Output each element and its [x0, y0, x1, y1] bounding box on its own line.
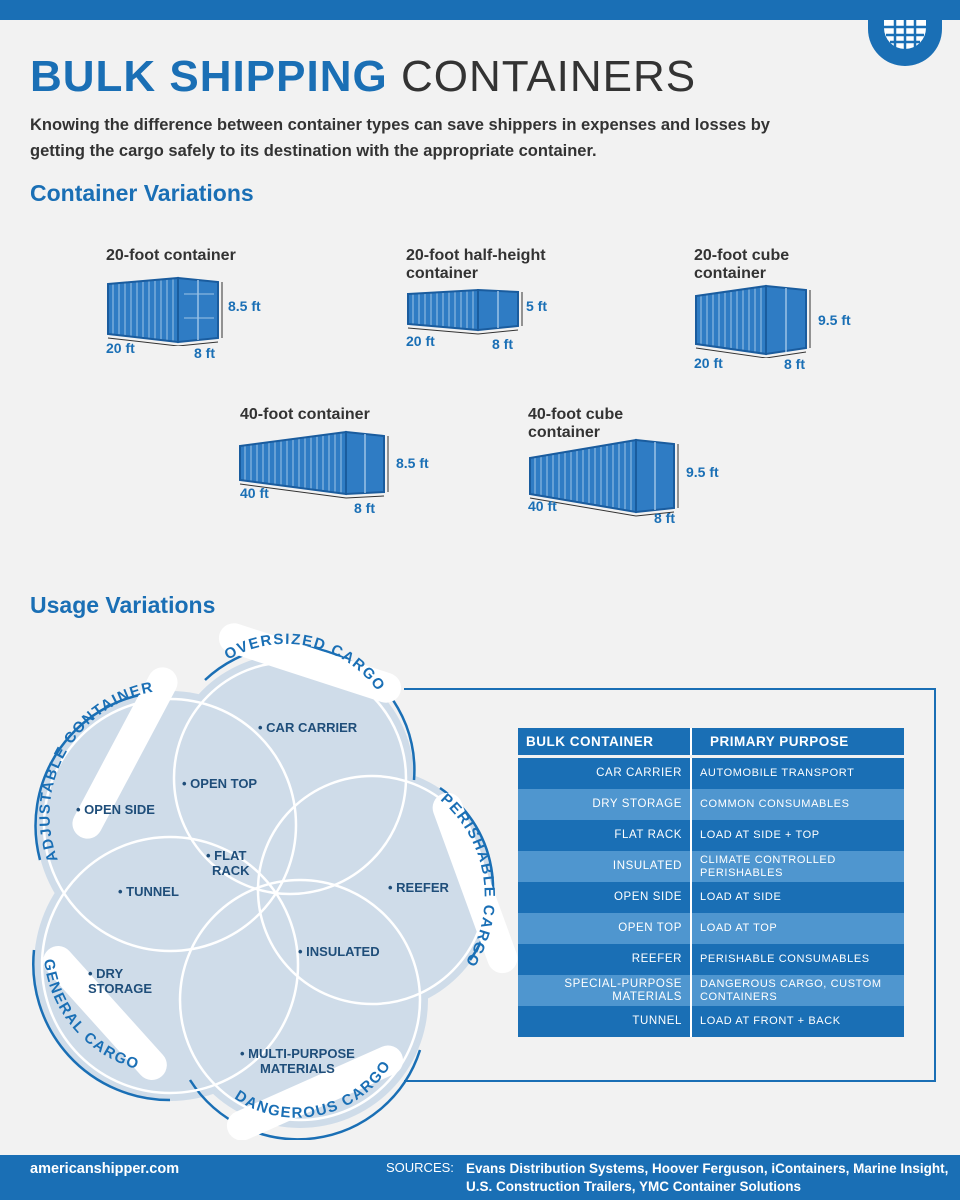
bulk-container-table: BULK CONTAINER PRIMARY PURPOSE CAR CARRI…	[518, 728, 904, 1037]
sources-text: Evans Distribution Systems, Hoover Fergu…	[466, 1161, 949, 1194]
container-40ft-cube-illustration	[529, 438, 679, 517]
dim-width: 8 ft	[492, 336, 513, 352]
intro-text: Knowing the difference between container…	[30, 116, 770, 160]
container-title: 20-foot cube container	[694, 247, 790, 282]
logo-badge	[868, 0, 942, 66]
dim-height: 8.5 ft	[228, 298, 261, 314]
venn-item-insulated: • INSULATED	[298, 944, 380, 959]
container-20ft-cube-illustration	[695, 284, 811, 358]
usage-variations-heading: Usage Variations	[30, 592, 216, 618]
sources-label: SOURCES:	[386, 1160, 454, 1175]
footer: americanshipper.com SOURCES: Evans Distr…	[0, 1155, 960, 1200]
table-header: PRIMARY PURPOSE	[691, 728, 904, 758]
footer-site-link[interactable]: americanshipper.com	[30, 1161, 180, 1177]
container-20ft-half-height-illustration	[407, 288, 523, 335]
container-40ft-illustration	[239, 430, 389, 499]
container-title: 20-foot container	[106, 247, 236, 264]
container-title: 20-foot half-height container	[406, 247, 546, 282]
dim-height: 9.5 ft	[686, 464, 719, 480]
dim-height: 8.5 ft	[396, 455, 429, 471]
usage-venn-diagram: OVERSIZED CARGO ADJUSTABLE CONTAINER PER…	[32, 623, 518, 1140]
table-frame	[404, 688, 936, 1082]
venn-item-tunnel: • TUNNEL	[118, 884, 179, 899]
dim-length: 40 ft	[528, 498, 557, 514]
venn-item-reefer: • REEFER	[388, 880, 449, 895]
dim-length: 20 ft	[106, 340, 135, 356]
dim-width: 8 ft	[784, 356, 805, 372]
venn-item-open-side: • OPEN SIDE	[76, 802, 155, 817]
container-title: 40-foot container	[240, 406, 370, 423]
venn-item-car-carrier: • CAR CARRIER	[258, 720, 358, 735]
venn-item-open-top: • OPEN TOP	[182, 776, 258, 791]
dim-width: 8 ft	[194, 345, 215, 361]
dim-length: 20 ft	[406, 333, 435, 349]
grid-globe-icon	[884, 20, 926, 50]
dim-height: 9.5 ft	[818, 312, 851, 328]
dim-length: 20 ft	[694, 355, 723, 371]
dim-height: 5 ft	[526, 298, 547, 314]
dim-length: 40 ft	[240, 485, 269, 501]
container-20ft-illustration	[107, 276, 223, 346]
container-title: 40-foot cube container	[528, 406, 624, 441]
dim-width: 8 ft	[354, 500, 375, 516]
dim-width: 8 ft	[654, 510, 675, 526]
table-header: BULK CONTAINER	[518, 728, 692, 758]
page-title: BULK SHIPPING CONTAINERS	[30, 52, 697, 101]
top-bar	[0, 0, 960, 20]
container-variations-heading: Container Variations	[30, 180, 254, 206]
